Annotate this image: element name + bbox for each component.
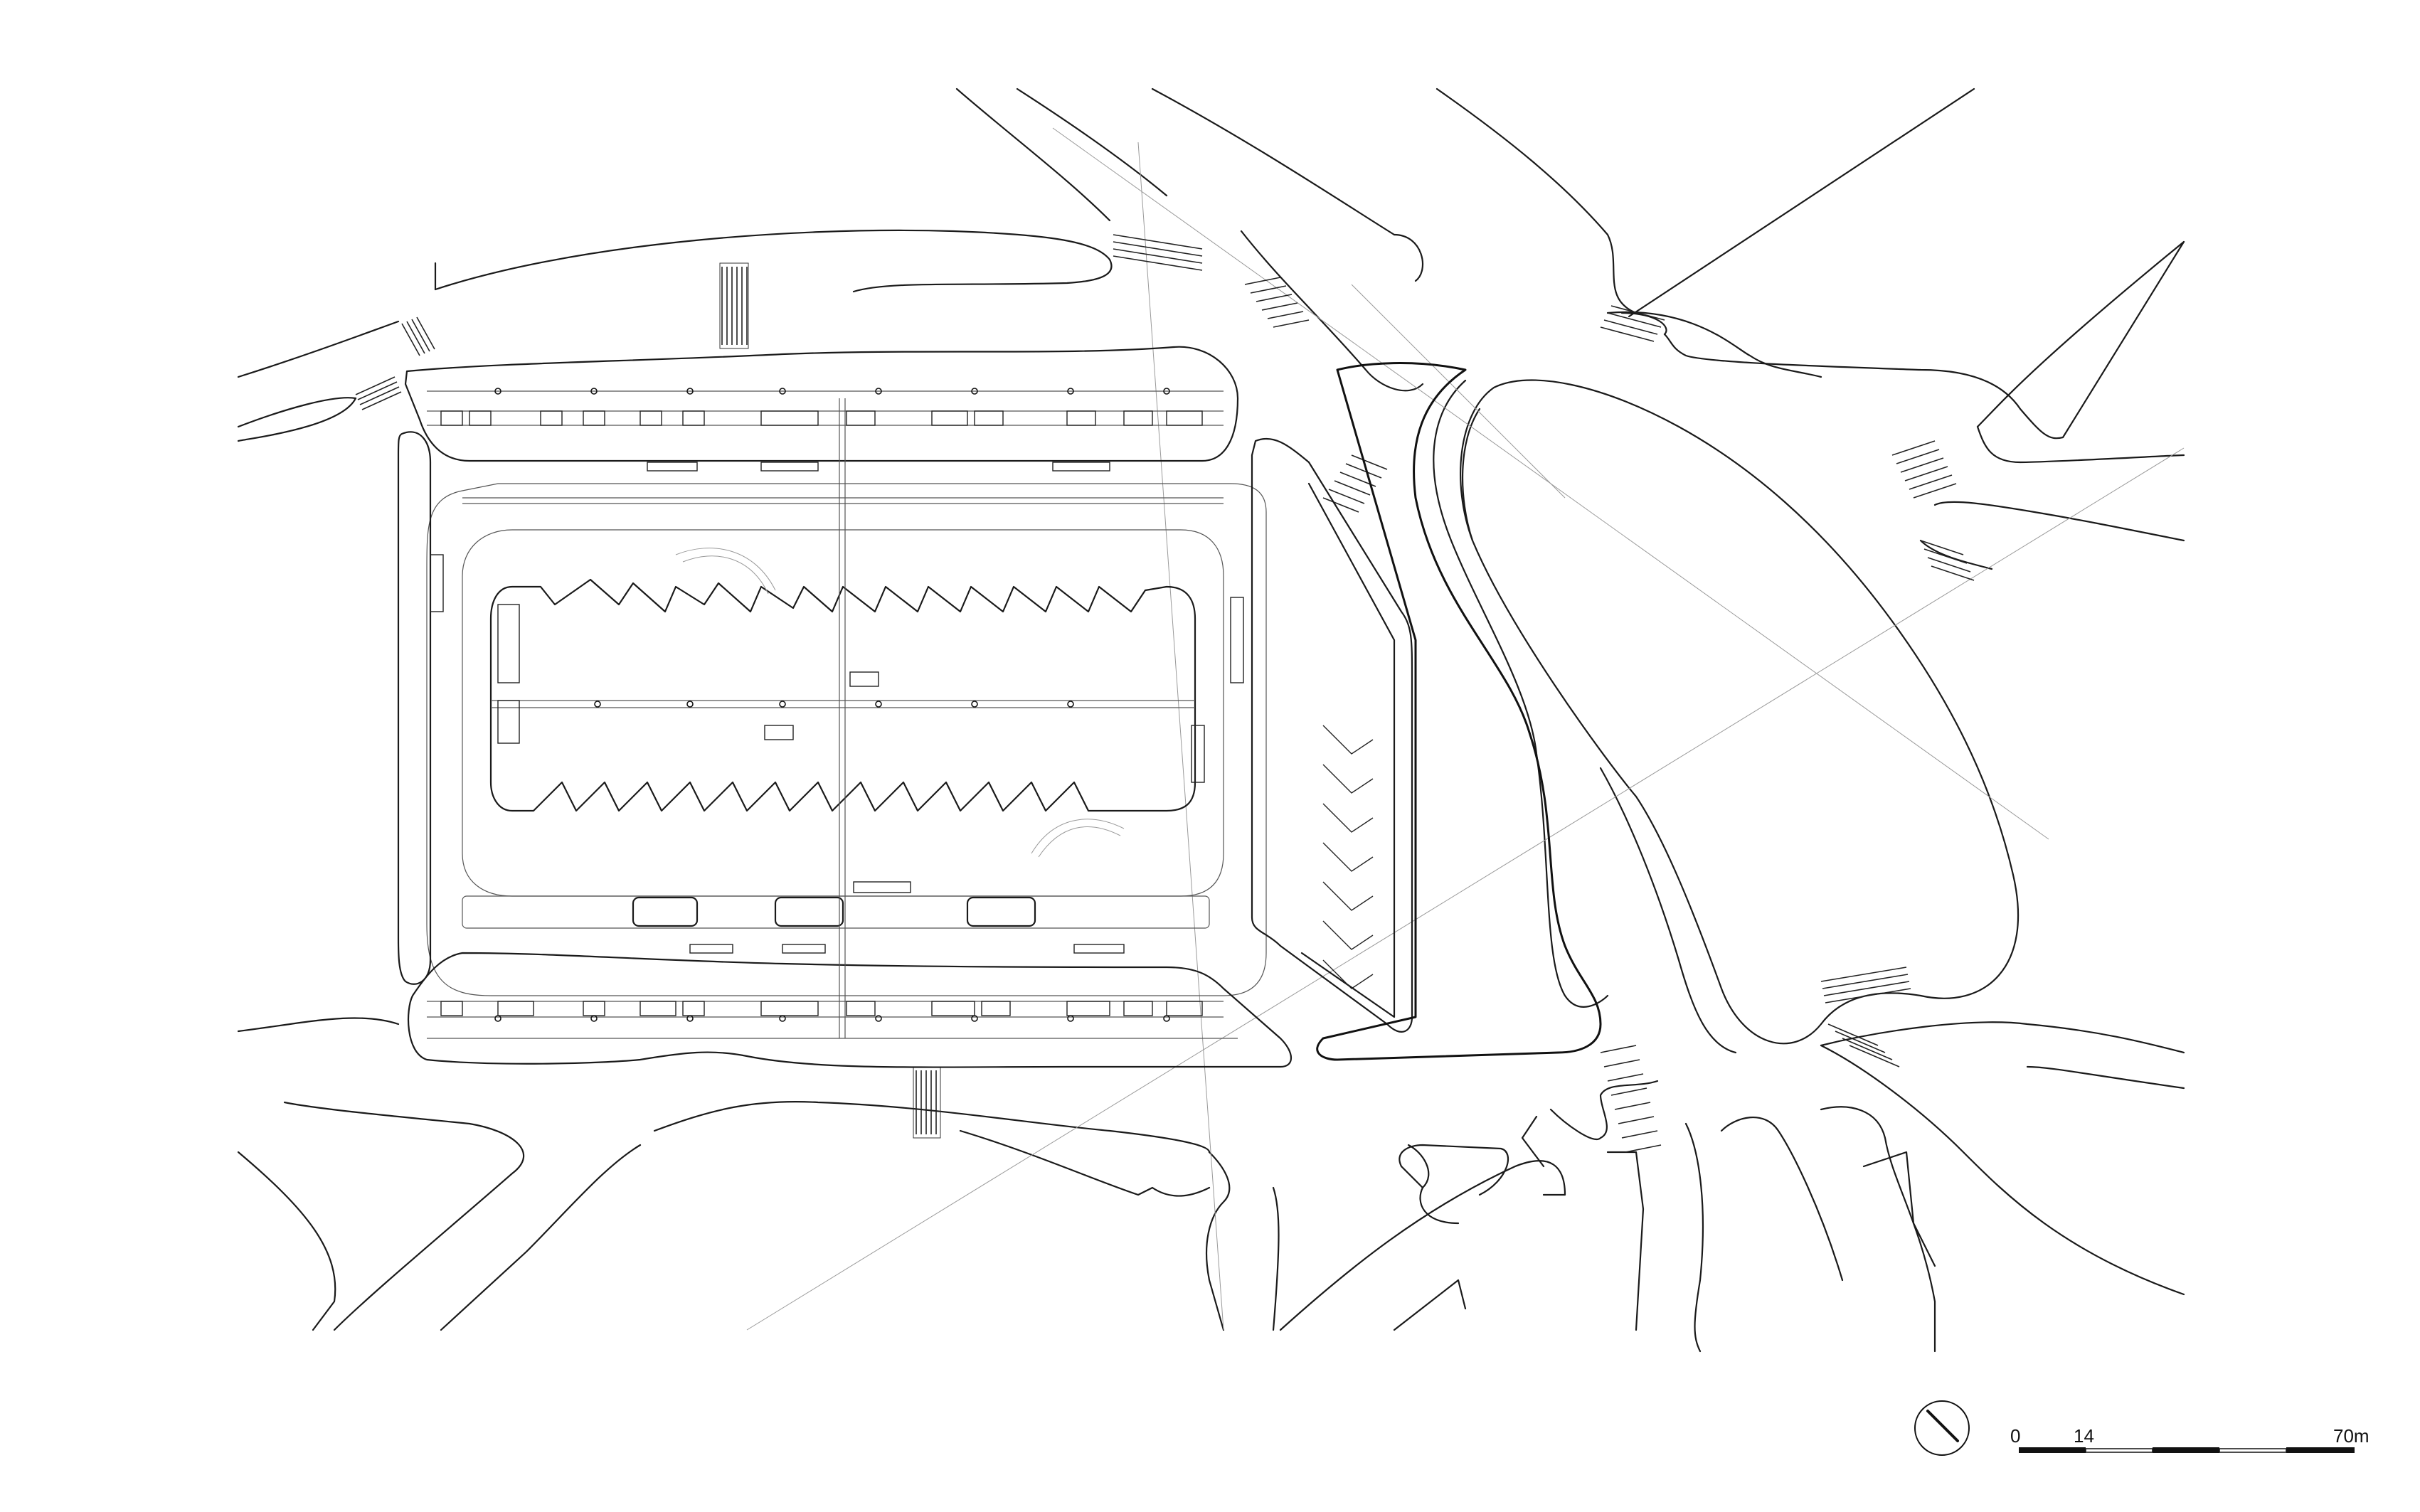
street-network xyxy=(237,87,2185,1353)
crosswalk-south-2 xyxy=(913,1066,941,1139)
crosswalk-northeast-1 xyxy=(1244,277,1310,328)
north-arrow-icon xyxy=(1914,1400,1970,1456)
scale-label-0: 0 xyxy=(2010,1425,2020,1447)
crosswalk-northeast-3 xyxy=(1600,305,1665,342)
east-platform xyxy=(1251,437,1413,1033)
planting-arc-north xyxy=(675,548,776,591)
central-island-bays xyxy=(489,578,1196,812)
south-platform-canopy xyxy=(407,952,1292,1068)
platform-fixtures xyxy=(430,410,1244,1016)
kiosk-3 xyxy=(966,896,1036,927)
crosswalk-east-1 xyxy=(1891,440,1957,499)
kiosk-1 xyxy=(632,896,699,927)
crosswalks xyxy=(355,234,1975,1153)
kiosk-2 xyxy=(774,896,844,927)
north-platform-canopy xyxy=(404,346,1239,462)
scale-bar-segment-5 xyxy=(2286,1447,2355,1453)
crosswalk-southeast-2 xyxy=(1827,1023,1900,1068)
scale-label-14: 14 xyxy=(2074,1425,2094,1447)
planting-arc-south xyxy=(1031,819,1125,854)
crosswalk-northeast-2 xyxy=(1322,454,1388,513)
scale-bar-segment-1 xyxy=(2019,1447,2086,1453)
crosswalk-north-2 xyxy=(401,316,435,356)
crosswalk-north-1 xyxy=(719,262,749,349)
scale-bar: 0 14 70m xyxy=(2010,1425,2369,1453)
crosswalk-east-2 xyxy=(1920,540,1975,581)
scale-label-70m: 70m xyxy=(2333,1425,2369,1447)
crosswalk-southeast-1 xyxy=(1820,967,1911,1003)
scale-bar-segment-4 xyxy=(2219,1448,2287,1453)
west-platform xyxy=(397,431,432,985)
crosswalk-north-3 xyxy=(355,376,402,410)
inner-ring-road xyxy=(462,529,1224,897)
scale-bar-segment-3 xyxy=(2153,1447,2219,1453)
east-bays xyxy=(1322,725,1374,989)
bus-station-complex xyxy=(397,346,1602,1068)
station-east-wall xyxy=(1316,362,1602,1061)
south-boarding-strip xyxy=(462,895,1210,929)
columns xyxy=(494,388,1170,1022)
scale-bar-segment-2 xyxy=(2085,1448,2153,1453)
crosswalk-north-4 xyxy=(1113,234,1203,271)
crosswalk-south-1 xyxy=(1600,1045,1662,1153)
